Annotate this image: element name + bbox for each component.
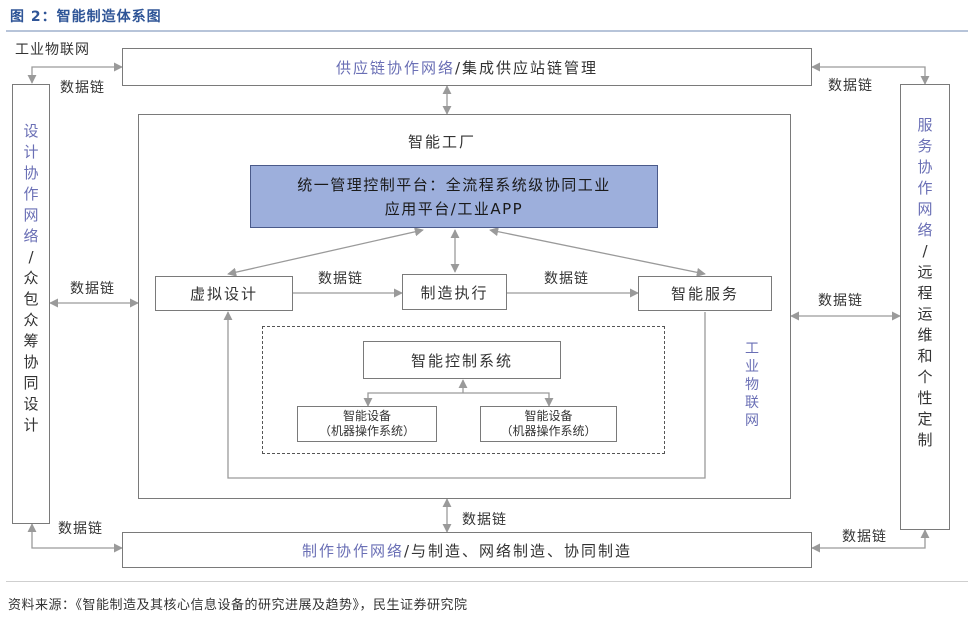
link-bottom-right (811, 529, 930, 553)
link-platform-virtual (227, 227, 424, 277)
data-link-label-virtual-exec: 数据链 (318, 271, 363, 287)
smart-device-2-label: 智能设备 (524, 409, 573, 423)
supply-chain-network-label: 供应链协作网络 (335, 58, 455, 77)
link-control-device1 (363, 392, 463, 407)
data-link-label-left: 数据链 (70, 278, 115, 298)
virtual-design-box: 虚拟设计 (155, 276, 293, 311)
service-slash: / (922, 242, 928, 260)
figure-source: 资料来源：《智能制造及其核心信息设备的研究进展及趋势》，民生证券研究院 (8, 598, 468, 613)
data-link-label-bottom-right: 数据链 (842, 526, 887, 546)
iot-label-right: 工业物联网 (742, 340, 762, 430)
design-network-vertical-text: 设计协作网络 / 众包众筹协同设计 (13, 121, 49, 436)
data-link-label-top-right: 数据链 (828, 75, 873, 95)
smart-device-1-label: 智能设备 (342, 409, 391, 423)
data-link-label-bottom-center: 数据链 (462, 509, 507, 529)
data-link-label-top-left: 数据链 (60, 77, 105, 97)
design-network-label: 设计协作网络 (23, 122, 39, 245)
title-rule (6, 30, 968, 32)
manufacturing-execution-box: 制造执行 (402, 274, 507, 310)
data-link-label-bottom-left: 数据链 (58, 518, 103, 538)
supply-chain-management-label: /集成供应站链管理 (454, 58, 599, 77)
manufacturing-network-box: 制作协作网络/与制造、网络制造、协同制造 (122, 532, 812, 568)
smart-device-2-box: 智能设备 （机器操作系统） (480, 406, 617, 442)
link-left-bottom (27, 523, 123, 553)
smart-device-2-sub: （机器操作系统） (500, 424, 597, 438)
service-network-label: 服务协作网络 (917, 116, 933, 239)
remote-ops-label: 远程运维和个性定制 (917, 263, 933, 449)
link-iot-loop (223, 311, 706, 479)
service-network-column: 服务协作网络 / 远程运维和个性定制 (900, 84, 950, 530)
design-slash: / (28, 248, 34, 266)
source-rule (6, 581, 968, 582)
smart-control-system-box: 智能控制系统 (363, 341, 561, 379)
platform-line-1: 统一管理控制平台：全流程系统级协同工业 (297, 175, 611, 194)
iot-right-vertical-text: 工业物联网 (745, 341, 759, 429)
supply-chain-network-box: 供应链协作网络/集成供应站链管理 (122, 48, 812, 86)
link-platform-service (489, 227, 706, 277)
manufacturing-modes-label: /与制造、网络制造、协同制造 (403, 541, 633, 560)
link-left-top (27, 62, 123, 84)
smart-device-1-sub: （机器操作系统） (318, 424, 415, 438)
data-link-label-exec-service: 数据链 (544, 271, 589, 287)
data-link-label-right: 数据链 (818, 290, 863, 310)
smart-factory-title: 智能工厂 (408, 133, 477, 151)
iot-label-top-left: 工业物联网 (15, 42, 90, 58)
control-system-region (262, 326, 665, 454)
smart-factory-box (138, 114, 791, 499)
crowd-design-label: 众包众筹协同设计 (23, 269, 39, 434)
design-network-column: 设计协作网络 / 众包众筹协同设计 (12, 84, 50, 524)
manufacturing-network-label: 制作协作网络 (301, 541, 404, 560)
link-top-right (811, 62, 930, 85)
link-control-device2 (463, 392, 554, 407)
management-platform-box: 统一管理控制平台：全流程系统级协同工业 应用平台/工业APP (250, 165, 658, 228)
figure-title: 图 2：智能制造体系图 (10, 9, 162, 25)
smart-device-1-box: 智能设备 （机器操作系统） (297, 406, 437, 442)
service-network-vertical-text: 服务协作网络 / 远程运维和个性定制 (901, 115, 949, 451)
platform-line-2: 应用平台/工业APP (384, 199, 524, 218)
smart-service-box: 智能服务 (638, 276, 772, 311)
